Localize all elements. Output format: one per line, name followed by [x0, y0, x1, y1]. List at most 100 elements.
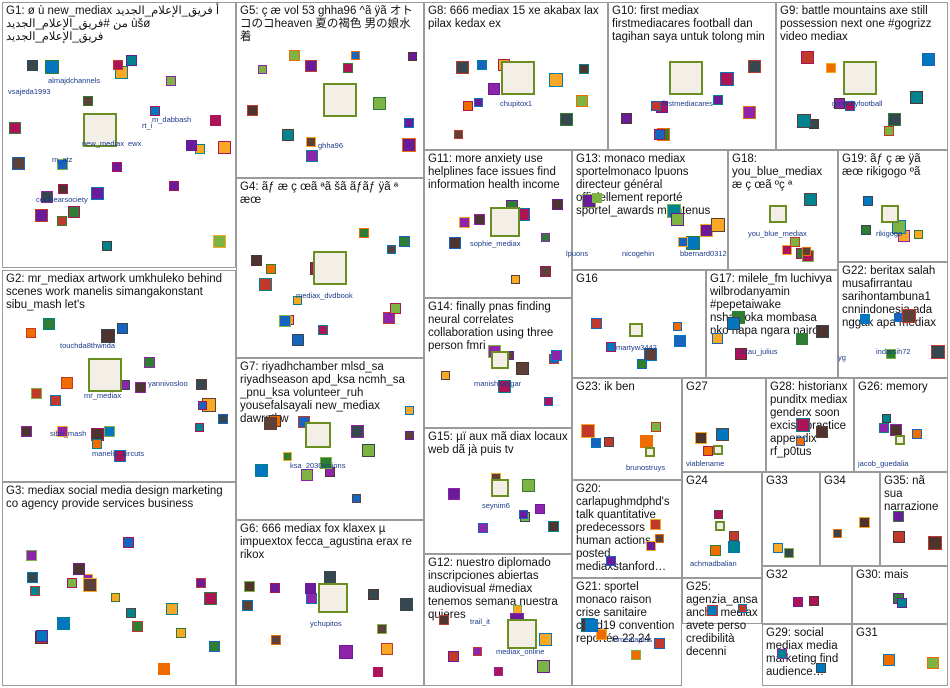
vertex-node[interactable] — [653, 128, 665, 140]
vertex-node[interactable] — [809, 118, 820, 129]
vertex-node[interactable] — [802, 247, 812, 257]
vertex-node[interactable] — [440, 371, 450, 381]
vertex-node[interactable] — [914, 229, 924, 239]
vertex-node[interactable] — [45, 60, 60, 74]
vertex-node[interactable] — [27, 59, 39, 71]
vertex-node[interactable] — [713, 509, 723, 519]
vertex-node[interactable] — [255, 463, 269, 477]
vertex-node[interactable] — [271, 635, 282, 646]
vertex-node[interactable] — [387, 245, 397, 255]
vertex-node[interactable] — [57, 426, 69, 438]
vertex-node[interactable] — [34, 208, 48, 222]
vertex-node[interactable] — [707, 605, 719, 617]
vertex-node[interactable] — [283, 452, 293, 462]
vertex-node[interactable] — [859, 313, 870, 324]
vertex-node[interactable] — [338, 645, 353, 660]
vertex-node[interactable] — [487, 83, 500, 96]
vertex-node[interactable] — [455, 60, 469, 74]
vertex-node[interactable] — [405, 431, 415, 441]
vertex-node[interactable] — [816, 324, 830, 338]
vertex-node[interactable] — [883, 126, 894, 137]
vertex-node[interactable] — [734, 347, 747, 360]
hub-vertex[interactable] — [491, 351, 509, 369]
vertex-node[interactable] — [677, 236, 688, 247]
vertex-node[interactable] — [695, 432, 708, 444]
hub-vertex[interactable] — [713, 445, 723, 455]
vertex-node[interactable] — [26, 549, 38, 561]
vertex-node[interactable] — [784, 547, 795, 558]
vertex-node[interactable] — [300, 469, 313, 482]
vertex-node[interactable] — [389, 302, 401, 314]
vertex-node[interactable] — [165, 602, 178, 615]
vertex-node[interactable] — [793, 596, 804, 607]
vertex-node[interactable] — [883, 654, 896, 667]
vertex-node[interactable] — [878, 422, 889, 433]
hub-vertex[interactable] — [490, 207, 520, 237]
vertex-node[interactable] — [592, 192, 602, 203]
vertex-node[interactable] — [472, 647, 482, 657]
vertex-node[interactable] — [727, 541, 740, 554]
vertex-node[interactable] — [585, 618, 599, 632]
vertex-node[interactable] — [264, 417, 278, 431]
vertex-node[interactable] — [304, 582, 316, 594]
vertex-node[interactable] — [324, 570, 337, 583]
vertex-node[interactable] — [816, 426, 829, 439]
vertex-node[interactable] — [320, 457, 333, 470]
vertex-node[interactable] — [125, 608, 136, 619]
hub-vertex[interactable] — [629, 323, 643, 337]
hub-vertex[interactable] — [507, 619, 537, 649]
vertex-node[interactable] — [402, 137, 417, 152]
vertex-node[interactable] — [306, 149, 319, 162]
vertex-node[interactable] — [204, 592, 217, 606]
vertex-node[interactable] — [912, 428, 923, 439]
vertex-node[interactable] — [729, 531, 740, 542]
vertex-node[interactable] — [910, 91, 924, 105]
vertex-node[interactable] — [56, 216, 67, 227]
vertex-node[interactable] — [111, 162, 122, 173]
vertex-node[interactable] — [548, 72, 563, 87]
vertex-node[interactable] — [352, 494, 362, 504]
vertex-node[interactable] — [168, 180, 179, 191]
vertex-node[interactable] — [671, 213, 685, 226]
vertex-node[interactable] — [458, 216, 470, 228]
vertex-node[interactable] — [196, 577, 207, 588]
vertex-node[interactable] — [31, 387, 43, 399]
vertex-node[interactable] — [73, 563, 86, 576]
vertex-node[interactable] — [305, 136, 316, 147]
vertex-node[interactable] — [257, 64, 267, 74]
vertex-node[interactable] — [815, 663, 826, 674]
vertex-node[interactable] — [803, 192, 817, 206]
vertex-node[interactable] — [213, 235, 227, 249]
vertex-node[interactable] — [350, 50, 360, 60]
vertex-node[interactable] — [112, 60, 123, 71]
vertex-node[interactable] — [833, 528, 843, 538]
vertex-node[interactable] — [709, 544, 721, 556]
vertex-node[interactable] — [306, 592, 318, 604]
vertex-node[interactable] — [591, 317, 603, 329]
vertex-node[interactable] — [796, 113, 811, 128]
vertex-node[interactable] — [551, 350, 563, 362]
vertex-node[interactable] — [777, 649, 788, 660]
vertex-node[interactable] — [111, 593, 121, 603]
vertex-node[interactable] — [158, 662, 171, 675]
vertex-node[interactable] — [269, 582, 280, 593]
vertex-node[interactable] — [246, 104, 258, 116]
vertex-node[interactable] — [57, 184, 68, 195]
vertex-node[interactable] — [377, 624, 388, 635]
vertex-node[interactable] — [36, 629, 49, 642]
hub-vertex[interactable] — [769, 205, 787, 223]
hub-vertex[interactable] — [715, 521, 725, 531]
hub-vertex[interactable] — [305, 422, 331, 448]
vertex-node[interactable] — [398, 236, 410, 248]
vertex-node[interactable] — [591, 437, 602, 448]
vertex-node[interactable] — [132, 621, 144, 633]
vertex-node[interactable] — [150, 106, 161, 117]
vertex-node[interactable] — [544, 396, 554, 406]
vertex-node[interactable] — [703, 445, 714, 456]
vertex-node[interactable] — [519, 509, 529, 519]
vertex-node[interactable] — [289, 50, 301, 61]
vertex-node[interactable] — [845, 101, 856, 112]
vertex-node[interactable] — [9, 121, 22, 134]
vertex-node[interactable] — [195, 423, 205, 433]
vertex-node[interactable] — [737, 603, 747, 613]
